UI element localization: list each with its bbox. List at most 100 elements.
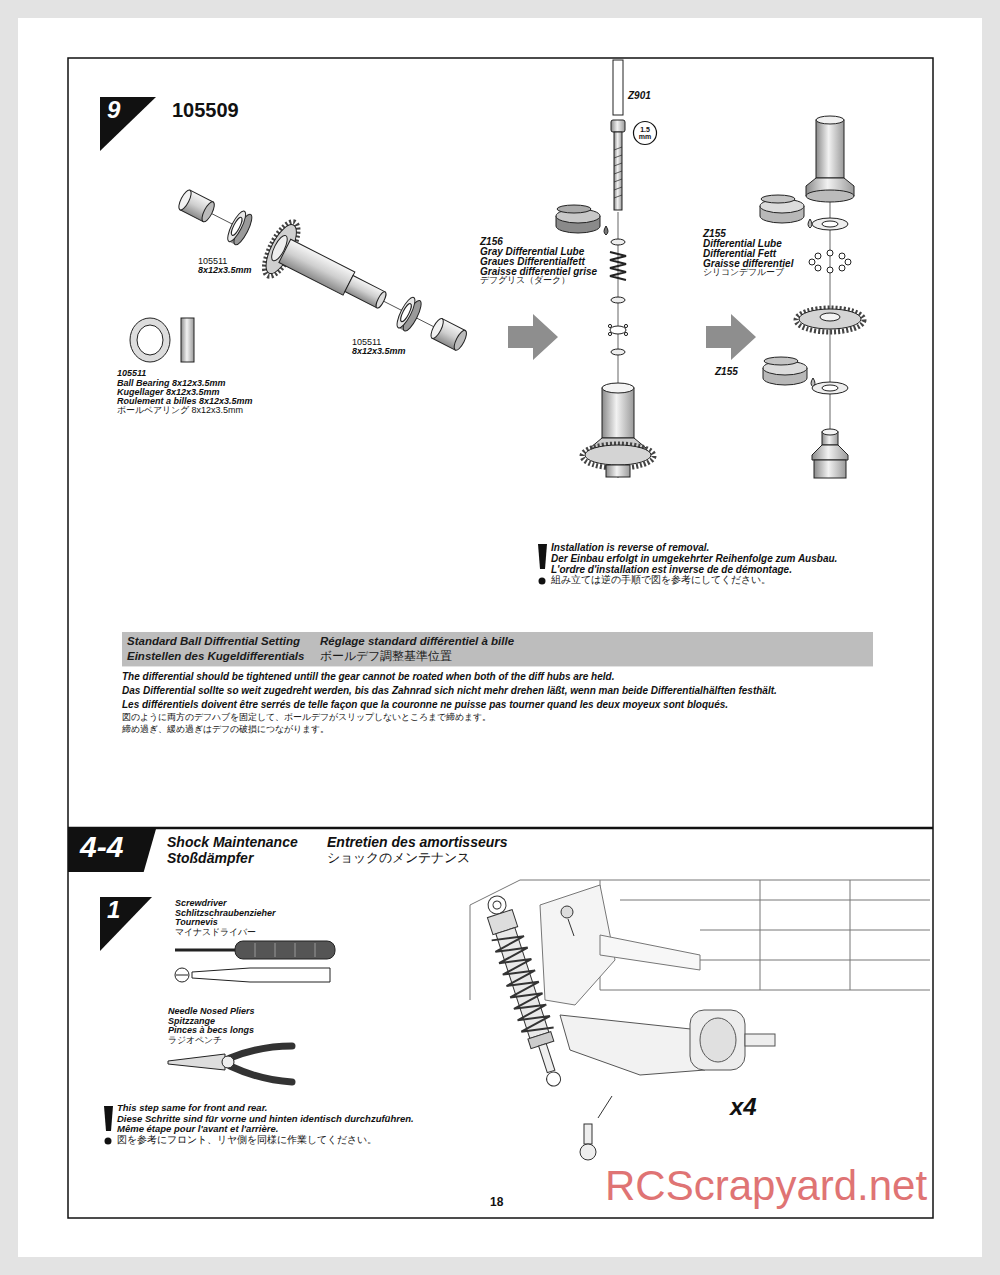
- label-slot: 図を参考にフロント、リヤ側を同様に作業してください。: [117, 1135, 377, 1145]
- instruction-text: 締め過ぎ、緩め過ぎはデフの破損につながります。: [122, 725, 329, 735]
- tool-size-icon: 1.5 mm: [633, 121, 657, 145]
- label-slot: Graues Differentialfett: [480, 256, 585, 267]
- bearing-icon: [137, 325, 163, 355]
- part-number: 105511: [117, 369, 146, 379]
- label-slot: 8x12x3.5mm: [352, 347, 406, 357]
- diff-reassembly-column: [796, 116, 864, 478]
- part-name: ボールベアリング 8x12x3.5mm: [117, 406, 243, 416]
- diff-reassembly-column: [812, 445, 848, 460]
- differential-exploded: [176, 188, 193, 211]
- diff-disassembly-column: [611, 297, 625, 303]
- label-slot: Screwdriver: [175, 899, 227, 909]
- shock-absorber: [492, 900, 502, 910]
- diff-reassembly-column: [796, 308, 864, 332]
- car-suspension: [568, 919, 574, 936]
- note-text: Diese Schritte sind für vorne und hinten…: [117, 1114, 414, 1124]
- label-slot: Entretien des amortisseurs: [327, 835, 508, 850]
- step-badge: 1: [100, 897, 152, 951]
- label-slot: Z901: [628, 90, 651, 101]
- diff-reassembly-column: [809, 259, 815, 265]
- node-text: 1.5 mm: [638, 126, 652, 140]
- note-text: 組み立ては逆の手順で図を参考にしてください。: [551, 575, 771, 585]
- node-text: 9: [107, 98, 120, 122]
- diff-disassembly-column: [624, 332, 627, 335]
- label-slot: ボールベアリング 8x12x3.5mm: [117, 406, 243, 416]
- diff-disassembly-column: [610, 326, 626, 334]
- diff-disassembly-column: [624, 324, 627, 327]
- dimension: 8x12x3.5mm: [198, 266, 252, 276]
- diff-reassembly-column: [839, 253, 845, 259]
- diff-disassembly-column: [602, 383, 634, 393]
- tool-name: Pinces à becs longs: [168, 1026, 254, 1036]
- differential-exploded: [383, 301, 404, 312]
- diff-reassembly-column: [822, 385, 838, 391]
- label-slot: RCScrapyard.net: [605, 1163, 927, 1209]
- label-slot: ショックのメンテナンス: [327, 851, 470, 865]
- differential-exploded: [374, 290, 388, 309]
- warning-mark: [104, 1106, 113, 1131]
- tool-name: Screwdriver: [175, 899, 227, 909]
- grease-pot: [604, 226, 608, 235]
- diff-disassembly-column: [614, 147, 622, 198]
- label-slot: Stoßdämpfer: [167, 851, 253, 866]
- car-suspension: [745, 1034, 775, 1046]
- warning-mark: [105, 1138, 112, 1145]
- label-slot: Z155: [715, 366, 738, 377]
- label-slot: Z156: [480, 236, 503, 247]
- label-slot: Tournevis: [175, 918, 218, 928]
- pliers: [168, 1046, 292, 1082]
- car-suspension: [561, 906, 573, 918]
- part-name: シリコンデフルーブ: [703, 268, 784, 278]
- part-number: Z155: [715, 366, 738, 377]
- label-slot: Spitzzange: [168, 1017, 215, 1027]
- note-text: 図を参考にフロント、リヤ側を同様に作業してください。: [117, 1135, 377, 1145]
- label-slot: デフグリス（ダーク）: [480, 276, 570, 286]
- label-slot: The differential should be tightened unt…: [122, 671, 614, 682]
- diff-disassembly-column: [614, 132, 622, 210]
- differential-exploded: [225, 209, 249, 244]
- grease-pot: [763, 357, 815, 387]
- part-number: Z901: [628, 90, 651, 101]
- label-slot: 図のように両方のデフハブを固定して、ボールデフがスリップしないところまで締めます…: [122, 713, 491, 723]
- tool-name: Tournevis: [175, 918, 218, 928]
- car-suspension: [580, 1144, 596, 1160]
- label-slot: Z155: [703, 228, 726, 239]
- diff-disassembly-column: [608, 324, 611, 327]
- quantity: x4: [730, 1094, 757, 1120]
- car-suspension: [690, 1010, 745, 1070]
- diff-disassembly-column: [608, 332, 611, 335]
- diff-reassembly-column: [815, 253, 821, 259]
- tool-name: Spitzzange: [168, 1017, 215, 1027]
- label-slot: 締め過ぎ、緩め過ぎはデフの破損につながります。: [122, 725, 329, 735]
- differential-exploded: [394, 295, 418, 330]
- label-slot: Differential Lube: [703, 238, 782, 249]
- note-text: Der Einbau erfolgt in umgekehrter Reihen…: [551, 553, 837, 564]
- label-slot: 105509: [172, 99, 239, 121]
- label-slot: Diese Schritte sind für vorne und hinten…: [117, 1114, 414, 1124]
- diff-disassembly-column: [611, 239, 625, 245]
- pliers: [230, 1066, 292, 1082]
- label-slot: Gray Differential Lube: [480, 246, 584, 257]
- setting-band: Standard Ball Diffrential SettingRéglage…: [122, 632, 873, 666]
- part-number: 105509: [172, 99, 239, 121]
- diff-reassembly-column: [827, 267, 833, 273]
- grease-pot: [764, 357, 798, 365]
- diff-reassembly-column: [839, 265, 845, 271]
- grease-pot: [556, 205, 608, 235]
- bearing-icon: [130, 318, 194, 362]
- part-name: Differential Fett: [703, 248, 776, 259]
- node-text: 4-4: [80, 832, 123, 862]
- section-title: Entretien des amortisseurs: [327, 835, 508, 850]
- page-number: 18: [490, 1196, 503, 1209]
- car-suspension: [600, 935, 700, 970]
- diff-reassembly-column: [812, 382, 848, 394]
- pliers: [168, 1054, 225, 1070]
- part-name: Graues Differentialfett: [480, 256, 585, 267]
- dimension: 8x12x3.5mm: [352, 347, 406, 357]
- diff-disassembly-column: [611, 349, 625, 355]
- diff-reassembly-column: [815, 265, 821, 271]
- label-slot: マイナスドライバー: [175, 928, 256, 938]
- label-slot: Der Einbau erfolgt in umgekehrter Reihen…: [551, 553, 837, 564]
- note-text: Installation is reverse of removal.: [551, 542, 709, 553]
